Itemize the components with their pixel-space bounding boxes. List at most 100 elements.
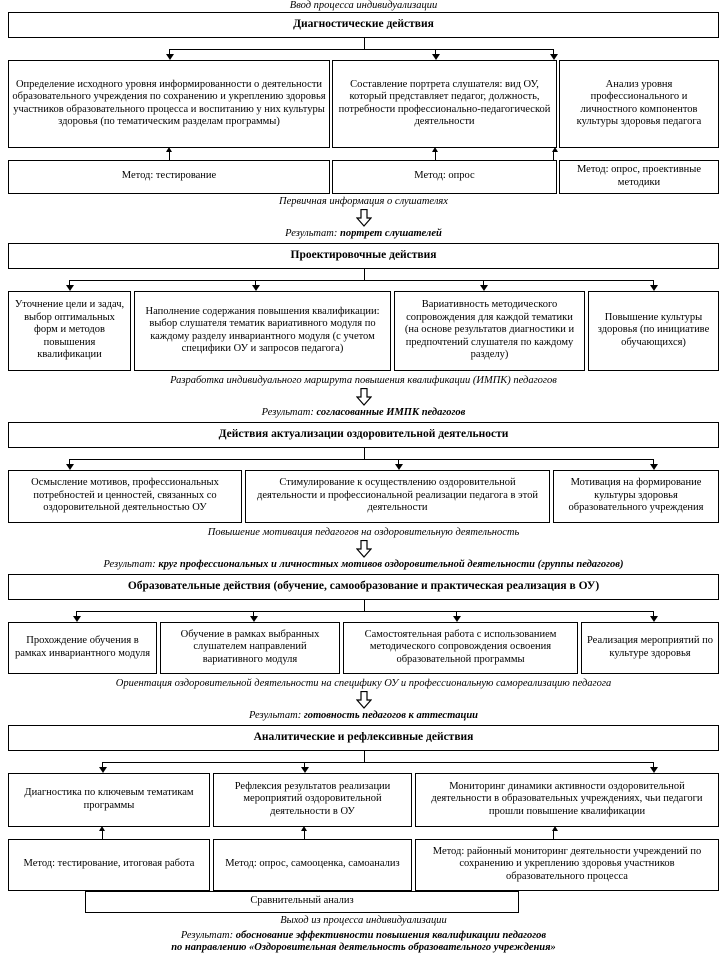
connector-drop <box>102 762 103 768</box>
process-box[interactable]: Наполнение содержания повышения квалифик… <box>134 291 391 371</box>
entry-label: Ввод процесса индивидуализации <box>289 0 438 11</box>
section-5-methods: Метод: тестирование, итоговая работа Мет… <box>8 839 719 891</box>
connector-rail <box>76 611 654 612</box>
process-box[interactable]: Мотивация на формирование культуры здоро… <box>553 470 719 523</box>
arrowhead-down-icon <box>549 54 558 60</box>
section-5-boxes: Диагностика по ключевым тематикам програ… <box>8 773 719 827</box>
process-box[interactable]: Осмысление мотивов, профессиональных пот… <box>8 470 242 523</box>
process-box[interactable]: Вариативность методического сопровождени… <box>394 291 585 371</box>
fan-connector-5 <box>8 751 719 773</box>
process-box[interactable]: Мониторинг динамики активности оздоровит… <box>415 773 719 827</box>
section-header-analytic: Аналитические и рефлексивные действия <box>8 725 719 751</box>
method-box[interactable]: Метод: тестирование, итоговая работа <box>8 839 210 891</box>
process-box[interactable]: Уточнение цели и задач, выбор оптимальны… <box>8 291 131 371</box>
arrowhead-down-icon <box>65 285 74 291</box>
arrowhead-up-icon <box>99 826 105 831</box>
arrowhead-down-icon <box>649 285 658 291</box>
connector-trunk <box>363 448 365 459</box>
comparative-analysis-label: Сравнительный анализ <box>250 895 354 906</box>
fan-connector-2 <box>8 269 719 291</box>
final-result-line-2: по направлению «Оздоровительная деятельн… <box>171 942 556 953</box>
section-2-boxes: Уточнение цели и задач, выбор оптимальны… <box>8 291 719 371</box>
arrowhead-down-icon <box>649 464 658 470</box>
method-box[interactable]: Метод: районный мониторинг деятельности … <box>415 839 719 891</box>
arrowhead-down-icon <box>72 616 81 622</box>
process-box[interactable]: Прохождение обучения в рамках инвариантн… <box>8 622 157 674</box>
method-box[interactable]: Метод: опрос, самооценка, самоанализ <box>213 839 412 891</box>
connector-drop <box>653 280 654 286</box>
arrowhead-up-icon <box>166 147 172 152</box>
comparative-analysis-bracket: Сравнительный анализ <box>85 891 519 913</box>
process-box[interactable]: Составление портрета слушателя: вид ОУ, … <box>332 60 557 148</box>
arrowhead-down-icon <box>249 616 258 622</box>
connector-drop <box>253 611 254 617</box>
arrowhead-down-icon <box>649 767 658 773</box>
result-label-3: Результат: круг профессиональных и лично… <box>103 559 624 570</box>
arrowhead-down-icon <box>452 616 461 622</box>
connector-drop <box>483 280 484 286</box>
connector-stem <box>553 830 554 839</box>
connector-trunk <box>363 751 365 762</box>
bracket-top-line <box>85 891 519 892</box>
process-box[interactable]: Реализация мероприятий по культуре здоро… <box>581 622 719 674</box>
fan-connector-3 <box>8 448 719 470</box>
arrowhead-up-icon <box>551 826 558 831</box>
connector-drop <box>76 611 77 617</box>
bracket-bottom-line <box>85 912 519 913</box>
arrowhead-down-icon <box>65 464 74 470</box>
method-box[interactable]: Метод: опрос, проективные методики <box>559 160 719 194</box>
connector-drop <box>398 459 399 465</box>
arrowhead-down-icon <box>300 767 309 773</box>
process-box[interactable]: Рефлексия результатов реализации меропри… <box>213 773 412 827</box>
method-box[interactable]: Метод: опрос <box>332 160 557 194</box>
connector-rail <box>69 280 654 281</box>
block-arrow-3 <box>8 539 719 559</box>
block-arrow-2 <box>8 387 719 407</box>
connector-drop <box>69 280 70 286</box>
method-connectors-5 <box>8 826 719 839</box>
arrowhead-down-icon <box>649 616 658 622</box>
section-4-boxes: Прохождение обучения в рамках инвариантн… <box>8 622 719 674</box>
block-arrow-down-icon <box>355 691 372 709</box>
arrowhead-down-icon <box>394 464 403 470</box>
section-3-boxes: Осмысление мотивов, профессиональных пот… <box>8 470 719 523</box>
process-box[interactable]: Стимулирование к осуществлению оздоровит… <box>245 470 550 523</box>
connector-stem <box>169 151 170 160</box>
connector-drop <box>456 611 457 617</box>
fan-connector-1 <box>8 38 719 60</box>
process-box[interactable]: Диагностика по ключевым тематикам програ… <box>8 773 210 827</box>
connector-stem <box>435 151 436 160</box>
bracket-left-line <box>85 891 86 913</box>
connector-stem <box>553 151 554 160</box>
block-arrow-down-icon <box>355 540 372 558</box>
block-arrow-1 <box>8 208 719 228</box>
process-box[interactable]: Обучение в рамках выбранных слушателем н… <box>160 622 340 674</box>
process-box[interactable]: Самостоятельная работа с использованием … <box>343 622 578 674</box>
block-arrow-down-icon <box>355 209 372 227</box>
exit-label: Выход из процесса индивидуализации <box>280 915 447 926</box>
section-header-educational: Образовательные действия (обучение, само… <box>8 574 719 600</box>
connector-rail <box>69 459 654 460</box>
connector-trunk <box>363 269 365 280</box>
flowchart-diagram: Ввод процесса индивидуализации Диагности… <box>8 0 719 953</box>
connector-drop <box>304 762 305 768</box>
fan-connector-4 <box>8 600 719 622</box>
block-arrow-down-icon <box>355 388 372 406</box>
outcome-label-3: Повышение мотивация педагогов на оздоров… <box>207 527 520 538</box>
connector-stem <box>304 830 305 839</box>
method-connectors-1 <box>8 147 719 160</box>
outcome-label-1: Первичная информация о слушателях <box>279 196 448 207</box>
arrowhead-down-icon <box>431 54 440 60</box>
connector-trunk <box>363 600 365 611</box>
process-box[interactable]: Определение исходного уровня информирова… <box>8 60 330 148</box>
connector-trunk <box>363 38 365 49</box>
section-1-methods: Метод: тестирование Метод: опрос Метод: … <box>8 160 719 194</box>
method-box[interactable]: Метод: тестирование <box>8 160 330 194</box>
connector-drop <box>435 49 436 55</box>
connector-drop <box>653 611 654 617</box>
process-box[interactable]: Анализ уровня профессионального и личнос… <box>559 60 719 148</box>
section-1-boxes: Определение исходного уровня информирова… <box>8 60 719 148</box>
result-label-2: Результат: согласованные ИМПК педагогов <box>261 407 466 418</box>
process-box[interactable]: Повышение культуры здоровья (по инициати… <box>588 291 719 371</box>
connector-drop <box>653 459 654 465</box>
